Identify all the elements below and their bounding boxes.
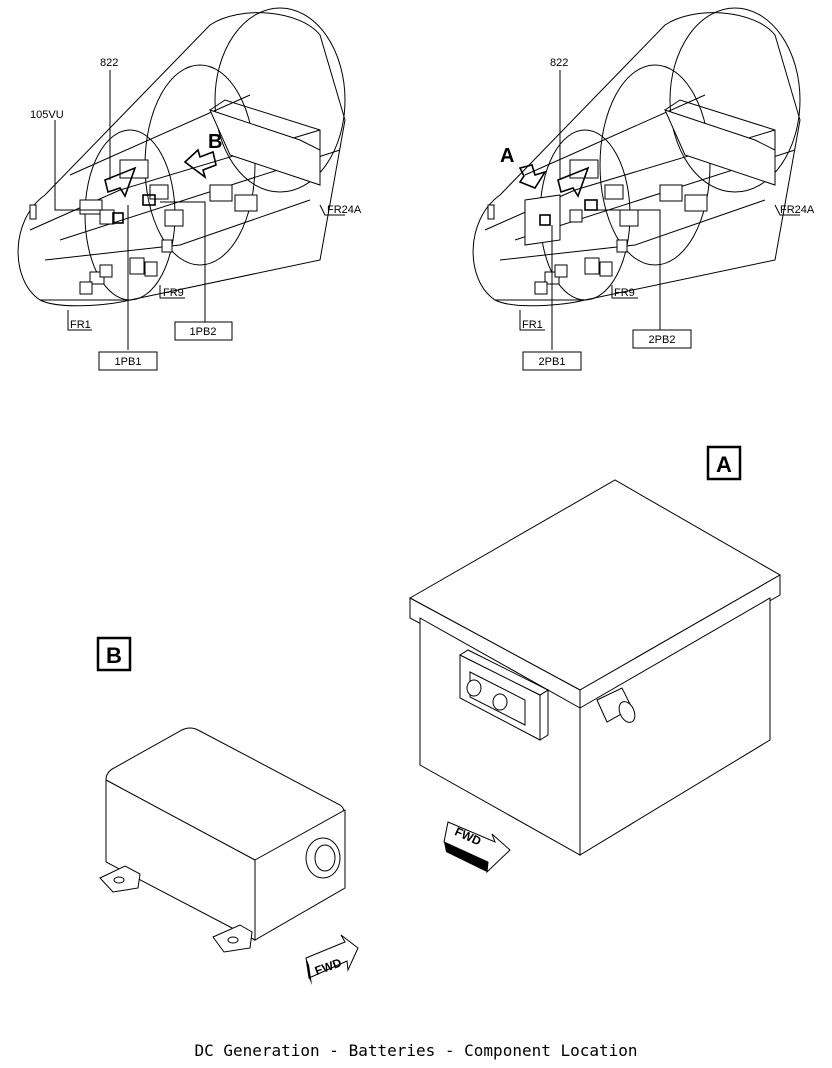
detail-a-tag: A	[706, 445, 742, 481]
fwd-arrow-a: FWD	[443, 821, 511, 874]
frame-label-fr9-right: FR9	[614, 287, 635, 299]
frame-label-fr24a-right: FR24A	[780, 204, 815, 216]
battery-box-b	[99, 727, 346, 953]
view-letter-b: B	[208, 131, 222, 153]
figure-caption: DC Generation - Batteries - Component Lo…	[194, 1041, 637, 1060]
terminal-knob-1	[466, 679, 482, 697]
label-822-right: 822	[550, 57, 568, 69]
battery-box-a	[408, 479, 782, 856]
view-a-arrow	[518, 164, 547, 189]
fwd-arrow-b: FWD	[305, 934, 359, 985]
battery-2pb1-marker	[539, 214, 551, 226]
callout-2pb1: 2PB1	[522, 351, 582, 371]
left-fuselage-view: 822 105VU B FR24A FR9 FR1 1PB2 1PB1	[17, 7, 362, 371]
detail-b: B FWD	[96, 636, 359, 985]
callout-1pb1-text: 1PB1	[115, 356, 142, 368]
callout-2pb2: 2PB2	[632, 329, 692, 349]
access-arrow-822-right	[557, 166, 590, 198]
access-arrow-822	[104, 166, 137, 198]
view-letter-a: A	[500, 145, 514, 167]
callout-1pb2: 1PB2	[174, 321, 233, 341]
right-fuselage-view: 822 A FR24A FR9 FR1 2PB2 2PB1	[472, 7, 815, 371]
detail-a-tag-letter: A	[716, 452, 732, 477]
callout-2pb2-text: 2PB2	[649, 334, 676, 346]
frame-label-fr1-left: FR1	[70, 319, 91, 331]
frame-label-fr24a-left: FR24A	[327, 204, 362, 216]
callout-1pb1: 1PB1	[98, 351, 158, 371]
detail-a: A FWD	[408, 445, 782, 874]
detail-b-tag: B	[96, 636, 132, 672]
right-fuselage-outline	[472, 7, 801, 307]
detail-b-tag-letter: B	[106, 643, 122, 668]
battery-1pb1-marker	[112, 212, 124, 224]
label-105vu: 105VU	[30, 109, 64, 121]
frame-label-fr1-right: FR1	[522, 319, 543, 331]
label-822-left: 822	[100, 57, 118, 69]
battery-2pb2-marker	[584, 199, 598, 211]
callout-2pb1-text: 2PB1	[539, 356, 566, 368]
frame-label-fr9-left: FR9	[163, 287, 184, 299]
left-fuselage-outline	[17, 7, 346, 307]
view-b-arrow	[183, 148, 217, 180]
terminal-knob-2	[492, 693, 508, 711]
callout-1pb2-text: 1PB2	[190, 326, 217, 338]
battery-1pb2-marker	[142, 194, 156, 206]
